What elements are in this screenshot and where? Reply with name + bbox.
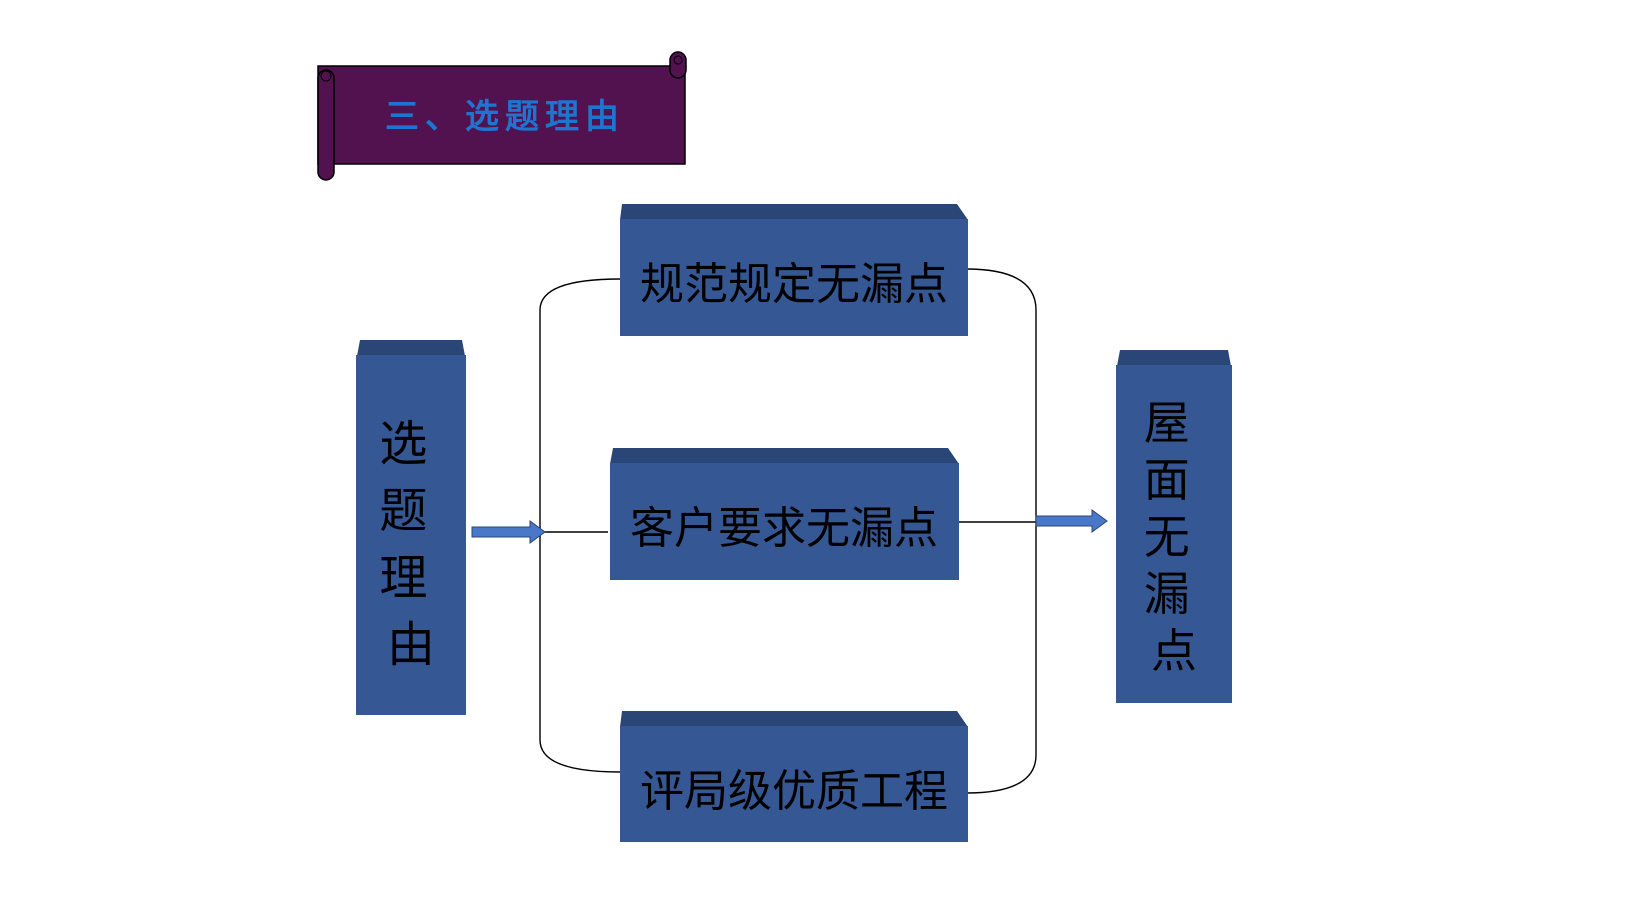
left-box-char-1: 选 (379, 416, 427, 472)
right-box-char-4: 漏 (1144, 567, 1190, 621)
left-bracket-line (539, 278, 621, 773)
arrow-to-result (1035, 509, 1108, 533)
title-text: 三、选题理由 (385, 97, 625, 137)
middle-box-3-label: 评局级优质工程 (640, 766, 948, 817)
right-bracket-line (965, 268, 1037, 794)
right-box-char-5: 点 (1151, 624, 1197, 678)
middle-box-1-label: 规范规定无漏点 (640, 259, 948, 310)
arrows (471, 509, 1108, 544)
right-box-char-1: 屋 (1144, 396, 1190, 450)
left-box-char-2: 题 (379, 483, 427, 539)
left-box-label: 选 题 理 由 (379, 416, 442, 673)
right-box-label: 屋 面 无 漏 点 (1144, 396, 1205, 678)
left-box: 选 题 理 由 (356, 340, 466, 715)
right-box-char-2: 面 (1144, 453, 1190, 507)
title-scroll-banner: 三、选题理由 (317, 51, 687, 181)
arrow-to-middle (471, 520, 546, 544)
left-box-char-4: 由 (387, 617, 435, 673)
middle-box-3: 评局级优质工程 (620, 711, 968, 842)
right-box: 屋 面 无 漏 点 (1116, 350, 1232, 703)
middle-box-2-label: 客户要求无漏点 (630, 503, 938, 554)
left-box-char-3: 理 (379, 550, 427, 606)
right-box-char-3: 无 (1144, 510, 1190, 564)
middle-box-2: 客户要求无漏点 (610, 448, 959, 580)
connector-lines (539, 268, 1037, 794)
middle-box-1: 规范规定无漏点 (620, 204, 968, 336)
